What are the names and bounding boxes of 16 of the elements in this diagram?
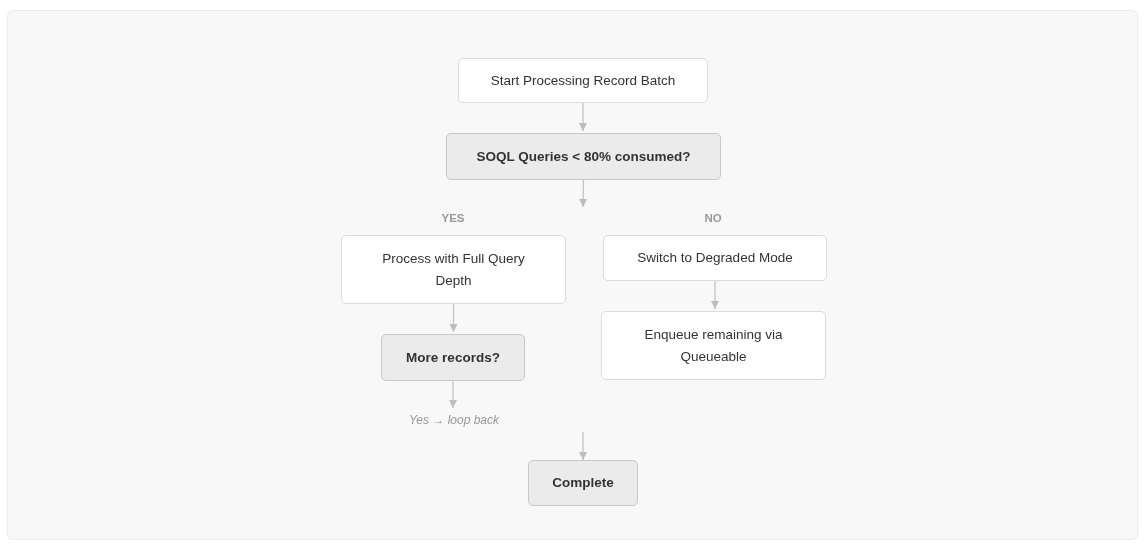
arrow: [579, 431, 587, 461]
process-box: Process with Full Query Depth: [341, 235, 566, 304]
branch-label: YES: [440, 212, 466, 224]
loop-note: Yes → loop back: [384, 410, 524, 430]
arrow: [711, 280, 719, 310]
arrow: [579, 102, 587, 132]
arrow: [449, 380, 457, 409]
arrow: [579, 179, 588, 208]
process-box: Start Processing Record Batch: [458, 58, 708, 103]
arrow: [449, 303, 458, 333]
decision-box: SOQL Queries < 80% consumed?: [446, 133, 721, 180]
decision-box: Complete: [528, 460, 638, 506]
process-box: Enqueue remaining via Queueable: [601, 311, 826, 380]
process-box: Switch to Degraded Mode: [603, 235, 827, 281]
branch-label: NO: [703, 212, 723, 224]
decision-box: More records?: [381, 334, 525, 381]
